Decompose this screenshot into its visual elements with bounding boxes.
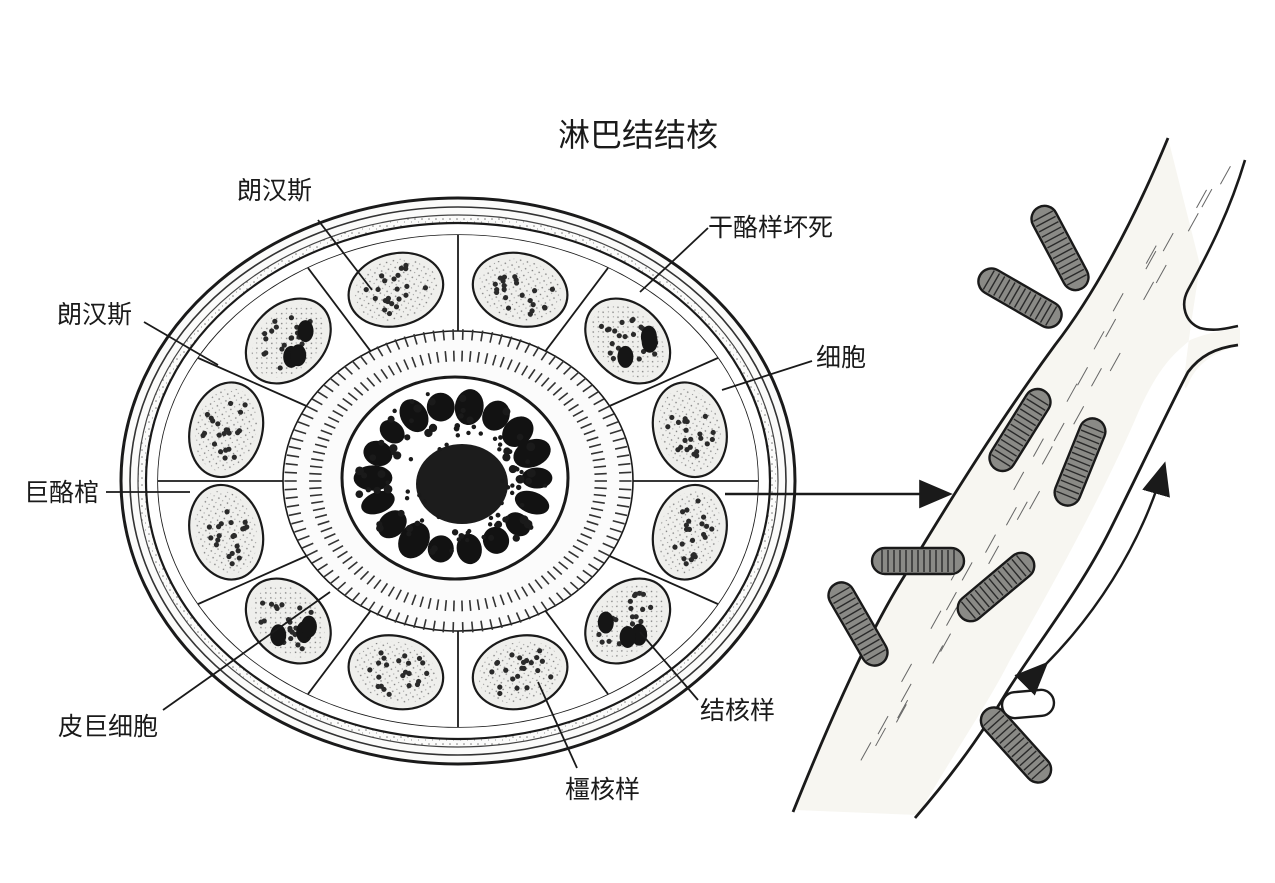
bacillus — [974, 264, 1067, 333]
bacillus — [872, 548, 964, 574]
bacillus — [1001, 689, 1055, 719]
label-giant-cell: 巨酪棺 — [24, 478, 99, 508]
label-caseous-necrosis: 干酪样坏死 — [708, 213, 833, 243]
label-langhans-left: 朗汉斯 — [57, 300, 132, 330]
caseous-necrosis-core — [342, 377, 568, 579]
label-tuberculoid: 结核样 — [700, 696, 775, 726]
diagram-title: 淋巴结结核 — [558, 115, 718, 155]
label-cell: 细胞 — [816, 343, 866, 373]
label-epithelioid-giant-cell: 皮巨细胞 — [58, 712, 158, 742]
label-langhans-top: 朗汉斯 — [237, 176, 312, 206]
label-stem-nucleus-like: 橿核样 — [565, 775, 640, 805]
bacillus — [1027, 201, 1093, 294]
